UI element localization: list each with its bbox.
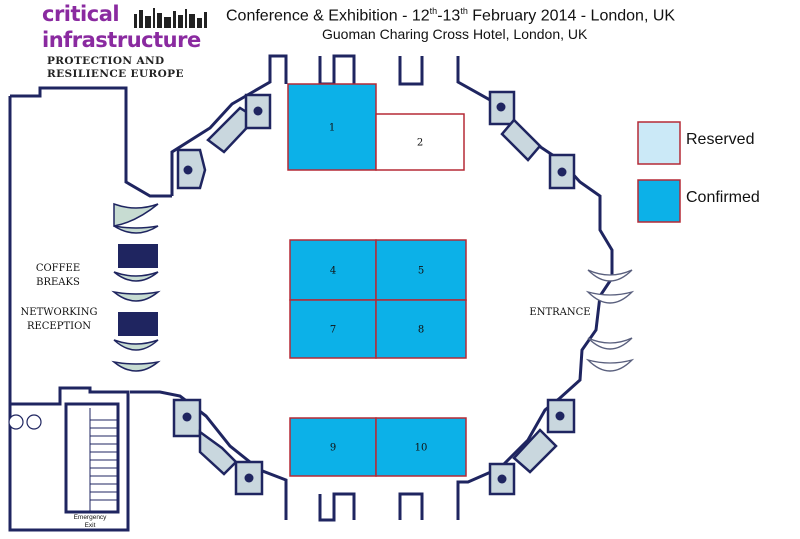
doors-left (111, 202, 161, 372)
page-title: Conference & Exhibition - 12th-13th Febr… (226, 6, 800, 25)
title-suffix: February 2014 - London, UK (467, 7, 676, 25)
stand-number-5: 5 (418, 266, 424, 277)
logo-resilience: RESILIENCE EUROPE (47, 68, 184, 80)
logo-critical: critical (42, 2, 120, 26)
title-sup-1: th (429, 6, 438, 16)
staircase (89, 408, 118, 512)
stand-7 (289, 299, 377, 359)
stand-9 (289, 417, 377, 477)
stand-2 (375, 113, 465, 171)
title-mid: -13 (437, 7, 461, 25)
legend-confirmed-swatch (637, 179, 681, 223)
title-sup-2: th (460, 6, 468, 16)
title-prefix: Conference & Exhibition - 12 (226, 7, 430, 25)
stand-number-10: 10 (415, 443, 428, 454)
label-coffee-breaks: COFFEE BREAKS (35, 263, 81, 288)
stand-number-7: 7 (330, 325, 336, 336)
venue-subtitle: Guoman Charing Cross Hotel, London, UK (322, 26, 588, 42)
stands: 1 2 4 5 7 8 9 10 (287, 83, 467, 477)
stand-number-2: 2 (417, 138, 423, 149)
stand-number-8: 8 (418, 325, 424, 336)
label-networking-reception: NETWORKING RECEPTION (20, 307, 98, 332)
stand-number-1: 1 (329, 123, 335, 134)
label-emergency-exit: Emergency Exit (73, 514, 107, 529)
stand-8 (375, 299, 467, 359)
stand-10 (375, 417, 467, 477)
doors-entrance (585, 269, 635, 372)
stand-1 (287, 83, 377, 171)
logo-protection: PROTECTION AND (47, 55, 165, 67)
dark-panels (118, 244, 158, 336)
stand-number-4: 4 (330, 266, 336, 277)
legend-reserved-label: Reserved (686, 131, 755, 148)
logo-skyline-icon (134, 8, 207, 28)
exit-sign-icon (8, 414, 42, 430)
label-entrance: ENTRANCE (529, 307, 591, 318)
pillar-dots (182, 102, 567, 484)
logo-infrastructure: infrastructure (42, 28, 201, 52)
stand-number-9: 9 (330, 443, 336, 454)
stand-5 (375, 239, 467, 301)
legend-reserved-swatch (637, 121, 681, 165)
legend-confirmed-label: Confirmed (686, 189, 760, 206)
stand-4 (289, 239, 377, 301)
